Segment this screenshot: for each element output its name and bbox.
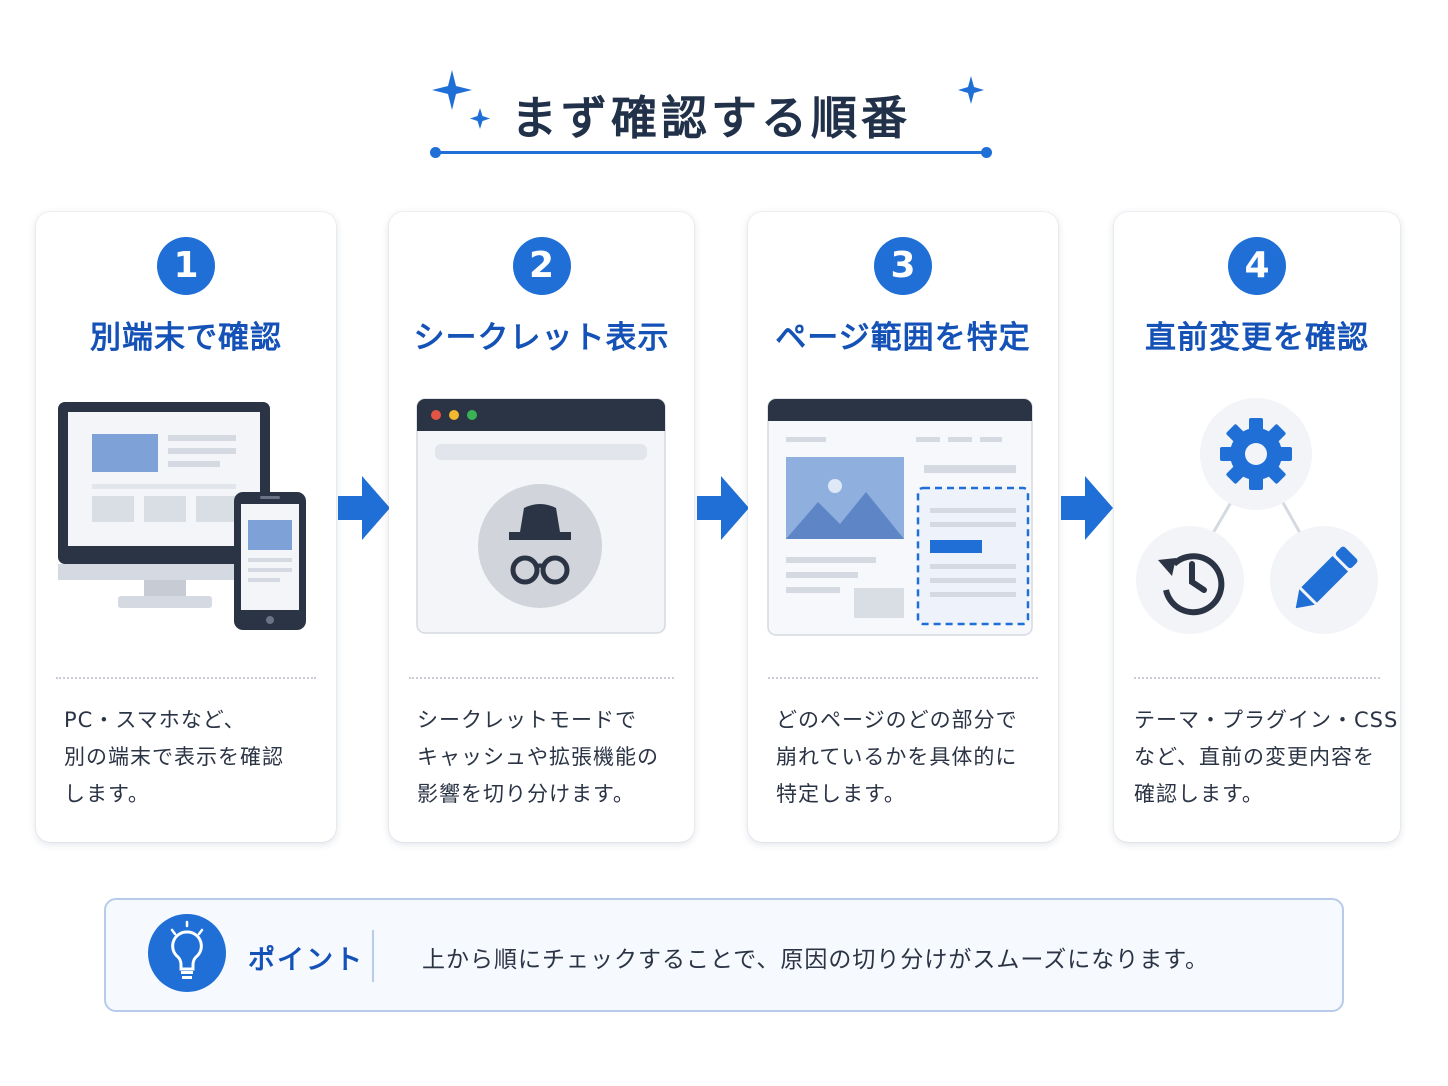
divider xyxy=(56,677,316,679)
divider xyxy=(372,930,374,982)
page-title: まず確認する順番 xyxy=(511,91,911,145)
pc-and-smartphone-icon xyxy=(36,392,336,652)
incognito-browser-icon xyxy=(389,392,694,652)
history-icon xyxy=(1158,553,1225,616)
sparkle-icon xyxy=(958,76,984,104)
step-description: テーマ・プラグイン・CSS など、直前の変更内容を 確認します。 xyxy=(1134,708,1399,806)
divider xyxy=(409,677,674,679)
step-description: PC・スマホなど、 別の端末で表示を確認 します。 xyxy=(64,708,284,806)
step-title: ページ範囲を特定 xyxy=(775,320,1031,356)
step-card-2: 2 シークレット表示 シークレットモードで キャッシュや拡張機能の 影響を切り分… xyxy=(389,212,694,842)
point-text: 上から順にチェックすることで、原因の切り分けがスムーズになります。 xyxy=(422,947,1209,973)
lightbulb-icon xyxy=(148,914,226,992)
sparkle-icon xyxy=(432,70,490,129)
step-card-4: 4 直前変更を確認 xyxy=(1114,212,1400,842)
step-card-3: 3 ページ範囲を特定 どのページのどの部分で xyxy=(748,212,1058,842)
point-callout: ポイント 上から順にチェックすることで、原因の切り分けがスムーズになります。 xyxy=(104,898,1344,1012)
step-number-badge: 2 xyxy=(512,237,571,295)
step-description: シークレットモードで キャッシュや拡張機能の 影響を切り分けます。 xyxy=(417,708,659,806)
pencil-icon xyxy=(1295,546,1358,609)
step-title: 別端末で確認 xyxy=(90,320,282,356)
arrow-right-icon xyxy=(1061,476,1113,540)
divider xyxy=(1134,677,1380,679)
step-description: どのページのどの部分で 崩れているかを具体的に 特定します。 xyxy=(776,708,1018,806)
step-number-badge: 1 xyxy=(157,237,215,295)
step-title: 直前変更を確認 xyxy=(1145,320,1369,356)
step-number-badge: 3 xyxy=(874,237,932,295)
arrow-right-icon xyxy=(697,476,749,540)
step-number-badge: 4 xyxy=(1228,237,1286,295)
settings-history-edit-icon xyxy=(1114,392,1400,652)
arrow-right-icon xyxy=(338,476,390,540)
title-underline xyxy=(430,147,992,158)
step-title: シークレット表示 xyxy=(413,320,670,356)
title-block: まず確認する順番 xyxy=(430,62,992,162)
step-card-1: 1 別端末で確認 PC・スマホなど、 別の xyxy=(36,212,336,842)
gear-icon xyxy=(1220,418,1292,490)
divider xyxy=(768,677,1038,679)
point-label: ポイント xyxy=(248,945,364,976)
page-section-highlight-icon xyxy=(748,392,1058,652)
